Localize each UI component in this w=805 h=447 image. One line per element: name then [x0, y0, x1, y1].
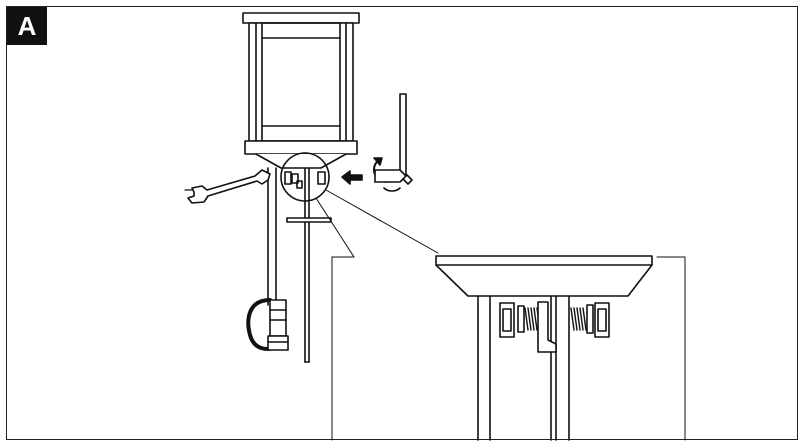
- figure-frame: [6, 6, 798, 440]
- figure-label: A: [7, 7, 47, 45]
- detail-circle: [280, 152, 330, 202]
- cable-clamp: [246, 298, 289, 351]
- zoomed-detail: [435, 255, 653, 441]
- wrench-icon: [184, 169, 271, 204]
- lantern-head: [242, 12, 360, 169]
- hex-key-icon: [374, 93, 413, 185]
- arrow-left-icon: [341, 170, 363, 185]
